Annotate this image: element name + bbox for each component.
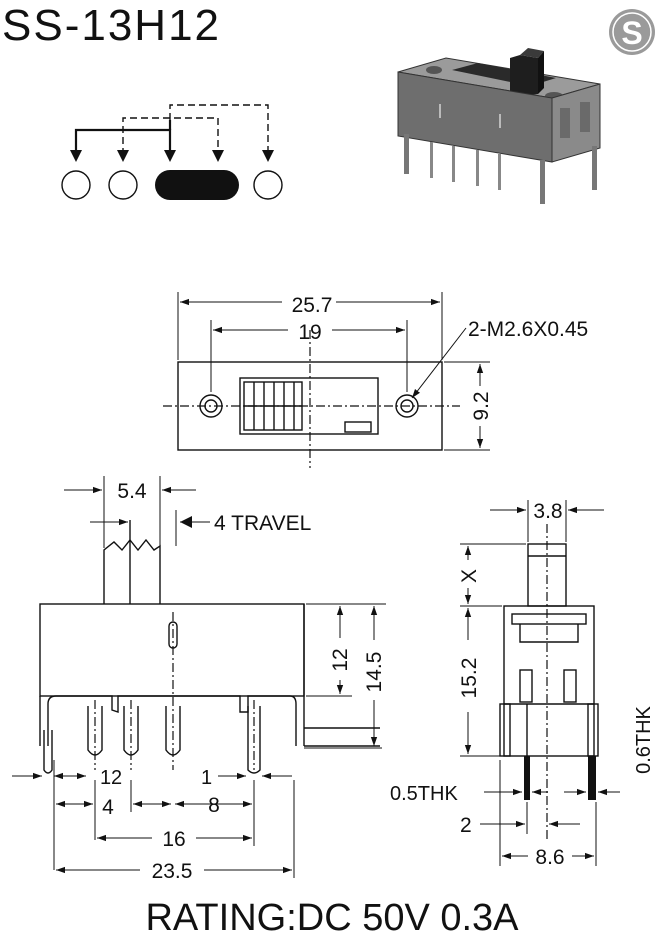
dim-16: 16: [162, 828, 185, 851]
pin-thickness-a: 0.5THK: [390, 783, 458, 805]
dim-left-small: 1: [100, 767, 111, 789]
dim-total-height: 14.5: [363, 652, 386, 693]
dim-8: 8: [208, 794, 220, 817]
front-view: [12, 476, 386, 878]
dim-side-actuator-width: 3.8: [533, 500, 562, 523]
side-view: [460, 500, 620, 866]
part-number-title: SS-13H12: [2, 1, 221, 50]
dim-actuator-height: X: [458, 569, 481, 583]
brand-logo-letter: S: [621, 15, 642, 51]
dim-4: 4: [102, 796, 114, 819]
switch-3d-illustration: [397, 48, 601, 204]
dim-top-height: 9.2: [470, 391, 493, 420]
dim-hole-pitch: 19: [298, 321, 321, 344]
dim-2: 2: [111, 767, 122, 789]
pin-thickness-b: 0.6THK: [633, 705, 655, 773]
brand-logo: S: [609, 9, 655, 55]
dim-side-body-height: 15.2: [458, 658, 481, 699]
dim-pin-pitch: 8.6: [535, 846, 564, 869]
dim-right-small: 1: [201, 767, 212, 789]
travel-label: 4 TRAVEL: [214, 512, 311, 535]
dim-overall-width: 25.7: [292, 294, 333, 317]
dim-body-height: 12: [329, 648, 352, 671]
dim-23-5: 23.5: [152, 860, 193, 883]
circuit-schematic: [61, 104, 283, 200]
dim-actuator-width: 5.4: [117, 480, 147, 503]
dim-pin-offset: 2: [460, 814, 472, 837]
rating-label: RATING:DC 50V 0.3A: [145, 897, 519, 938]
top-view: [163, 292, 490, 468]
thread-note: 2-M2.6X0.45: [468, 318, 588, 341]
